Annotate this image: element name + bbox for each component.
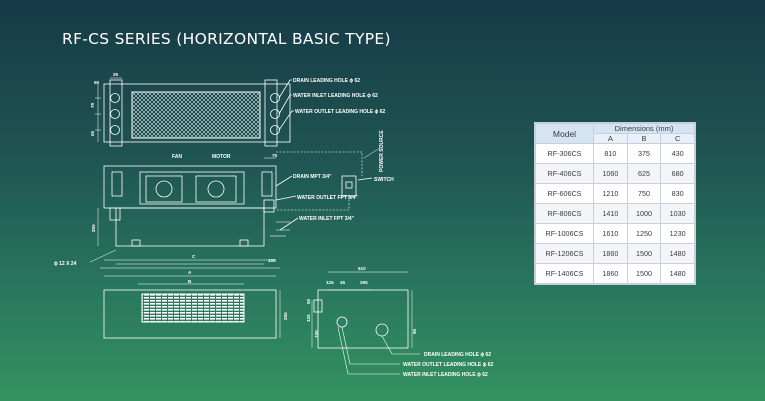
cell-model: RF-1206CS	[535, 243, 594, 264]
table-header-c: C	[660, 133, 695, 144]
motor-icon	[195, 175, 237, 203]
cell-b: 1500	[626, 263, 662, 284]
table-row: RF-1006CS 1610 1250 1230	[535, 223, 695, 244]
side-view	[311, 271, 420, 375]
table-row: RF-806CS 1410 1000 1030	[535, 203, 695, 224]
cell-b: 750	[626, 183, 662, 204]
cell-a: 810	[593, 143, 628, 164]
bottom-view	[103, 275, 281, 339]
cell-b: 1000	[626, 203, 662, 224]
cell-model: RF-806CS	[535, 203, 594, 224]
dim-c: C	[192, 254, 196, 259]
table-header-b: B	[626, 133, 662, 144]
cell-c: 1480	[660, 263, 695, 284]
dim-55: 55	[90, 130, 95, 136]
callout-water-outlet-top: WATER OUTLET LEADING HOLE ϕ 62	[295, 109, 386, 115]
cell-model: RF-1406CS	[535, 263, 594, 284]
callout-water-outlet-side: WATER OUTLET LEADING HOLE ϕ 62	[403, 362, 494, 368]
pipe-hole-icon	[110, 93, 120, 103]
dim-45: 45	[340, 280, 346, 285]
drawing-labels: DRAIN LEADING HOLE ϕ 62 WATER INLET LEAD…	[54, 72, 494, 378]
callout-drain-mpt: DRAIN MPT 3/4"	[293, 174, 332, 180]
dimensions-table: Model Dimensions (mm) A B C RF-306CS 810…	[535, 123, 695, 284]
dim-100: 100	[268, 258, 276, 263]
dim-265: 265	[283, 312, 288, 320]
pipe-hole-icon	[110, 109, 120, 119]
cell-b: 625	[626, 163, 662, 184]
cell-b: 375	[626, 143, 662, 164]
callout-water-inlet-top: WATER INLET LEADING HOLE ϕ 62	[293, 93, 378, 99]
pipe-hole-icon	[270, 93, 280, 103]
cell-a: 1210	[593, 183, 628, 204]
dim-25: 25	[113, 72, 119, 77]
callout-drain-side: DRAIN LEADING HOLE ϕ 62	[424, 352, 491, 358]
callout-mount-hole: ϕ 12 X 24	[54, 261, 77, 267]
cell-a: 1860	[593, 243, 628, 264]
table-row: RF-1406CS 1860 1500 1480	[535, 263, 695, 284]
table-header-dimensions: Dimensions (mm)	[593, 123, 695, 134]
cell-b: 1500	[626, 243, 662, 264]
cell-a: 1410	[593, 203, 628, 224]
dim-79: 79	[90, 102, 95, 108]
table-row: RF-606CS 1210 750 830	[535, 183, 695, 204]
cell-c: 830	[660, 183, 695, 204]
dim-255: 255	[91, 224, 96, 232]
dim-125: 125	[326, 280, 334, 285]
dim-125b: 125	[306, 314, 311, 322]
table-row: RF-406CS 1060 625 680	[535, 163, 695, 184]
dim-510: 510	[358, 266, 366, 271]
dim-b: B	[188, 279, 192, 284]
dim-90: 90	[412, 328, 417, 334]
top-view	[95, 77, 294, 147]
cell-c: 680	[660, 163, 695, 184]
pipe-hole-icon	[270, 125, 280, 135]
cell-model: RF-1006CS	[535, 223, 594, 244]
callout-water-inlet-fpt: WATER INLET FPT 3/4"	[299, 216, 355, 222]
callout-water-outlet-fpt: WATER OUTLET FPT 3/4"	[297, 195, 358, 201]
table-row: RF-306CS 810 375 430	[535, 143, 695, 164]
callout-drain-top: DRAIN LEADING HOLE ϕ 62	[293, 78, 360, 84]
cell-b: 1250	[626, 223, 662, 244]
page-title: RF-CS SERIES (HORIZONTAL BASIC TYPE)	[62, 30, 391, 48]
dim-295: 295	[360, 280, 368, 285]
switch-icon	[341, 175, 357, 197]
callout-power-source: POWER SOURCE	[379, 130, 385, 172]
callout-water-inlet-side: WATER INLET LEADING HOLE ϕ 62	[403, 372, 488, 378]
cell-a: 1060	[593, 163, 628, 184]
callout-switch: SWITCH	[374, 177, 394, 183]
pipe-hole-icon	[110, 125, 120, 135]
cell-model: RF-606CS	[535, 183, 594, 204]
dim-50b: 50	[306, 298, 311, 304]
callout-fan: FAN	[172, 154, 182, 160]
dimensions-table-panel: Model Dimensions (mm) A B C RF-306CS 810…	[534, 122, 696, 285]
dim-a: A	[188, 270, 192, 275]
table-row: RF-1206CS 1860 1500 1480	[535, 243, 695, 264]
cell-model: RF-406CS	[535, 163, 594, 184]
cell-a: 1860	[593, 263, 628, 284]
cell-c: 1480	[660, 243, 695, 264]
cell-c: 1230	[660, 223, 695, 244]
callout-motor: MOTOR	[212, 154, 231, 160]
dim-150: 150	[314, 330, 319, 338]
dim-50: 50	[94, 80, 100, 85]
cell-c: 1030	[660, 203, 695, 224]
table-header-a: A	[593, 133, 628, 144]
front-view	[89, 147, 381, 269]
cell-model: RF-306CS	[535, 143, 594, 164]
table-header-model: Model	[535, 123, 594, 144]
cell-a: 1610	[593, 223, 628, 244]
fan-icon	[145, 175, 183, 203]
pipe-hole-icon	[270, 109, 280, 119]
cell-c: 430	[660, 143, 695, 164]
dim-75: 75	[272, 153, 278, 158]
